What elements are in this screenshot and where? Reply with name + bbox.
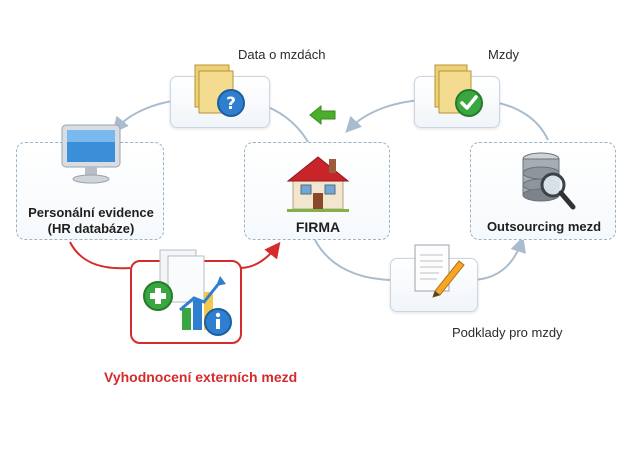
outsourcing-label: Outsourcing mezd — [486, 219, 602, 234]
hr-label-line1: Personální evidence — [28, 205, 154, 220]
folder-question-icon: ? — [194, 64, 245, 117]
computer-monitor-icon — [61, 124, 121, 184]
firma-box[interactable]: FIRMA — [244, 142, 390, 240]
podklady-box[interactable] — [390, 244, 478, 312]
data-o-mzdach-box[interactable]: ? — [170, 64, 270, 128]
database-search-icon — [522, 152, 576, 210]
podklady-label: Podklady pro mzdy — [452, 325, 563, 340]
house-icon — [286, 156, 350, 212]
document-pencil-icon — [414, 244, 465, 298]
vyhodnoceni-box[interactable] — [130, 249, 242, 344]
svg-text:?: ? — [226, 94, 236, 114]
green-arrow-left-icon — [309, 104, 336, 126]
hr-database-box[interactable]: Personální evidence (HR databáze) — [16, 124, 164, 240]
mzdy-box[interactable] — [414, 64, 500, 128]
outsourcing-box[interactable]: Outsourcing mezd — [470, 142, 616, 240]
folder-check-icon — [434, 64, 483, 117]
hr-label-line2: (HR databáze) — [47, 221, 135, 236]
firma-label: FIRMA — [295, 219, 341, 235]
report-add-chart-info-icon — [143, 249, 232, 336]
data-o-mzdach-label: Data o mzdách — [238, 47, 326, 62]
mzdy-label: Mzdy — [488, 47, 520, 62]
vyhodnoceni-label: Vyhodnocení externích mezd — [104, 369, 298, 385]
arrow-hr-to-firma-red — [69, 242, 278, 270]
